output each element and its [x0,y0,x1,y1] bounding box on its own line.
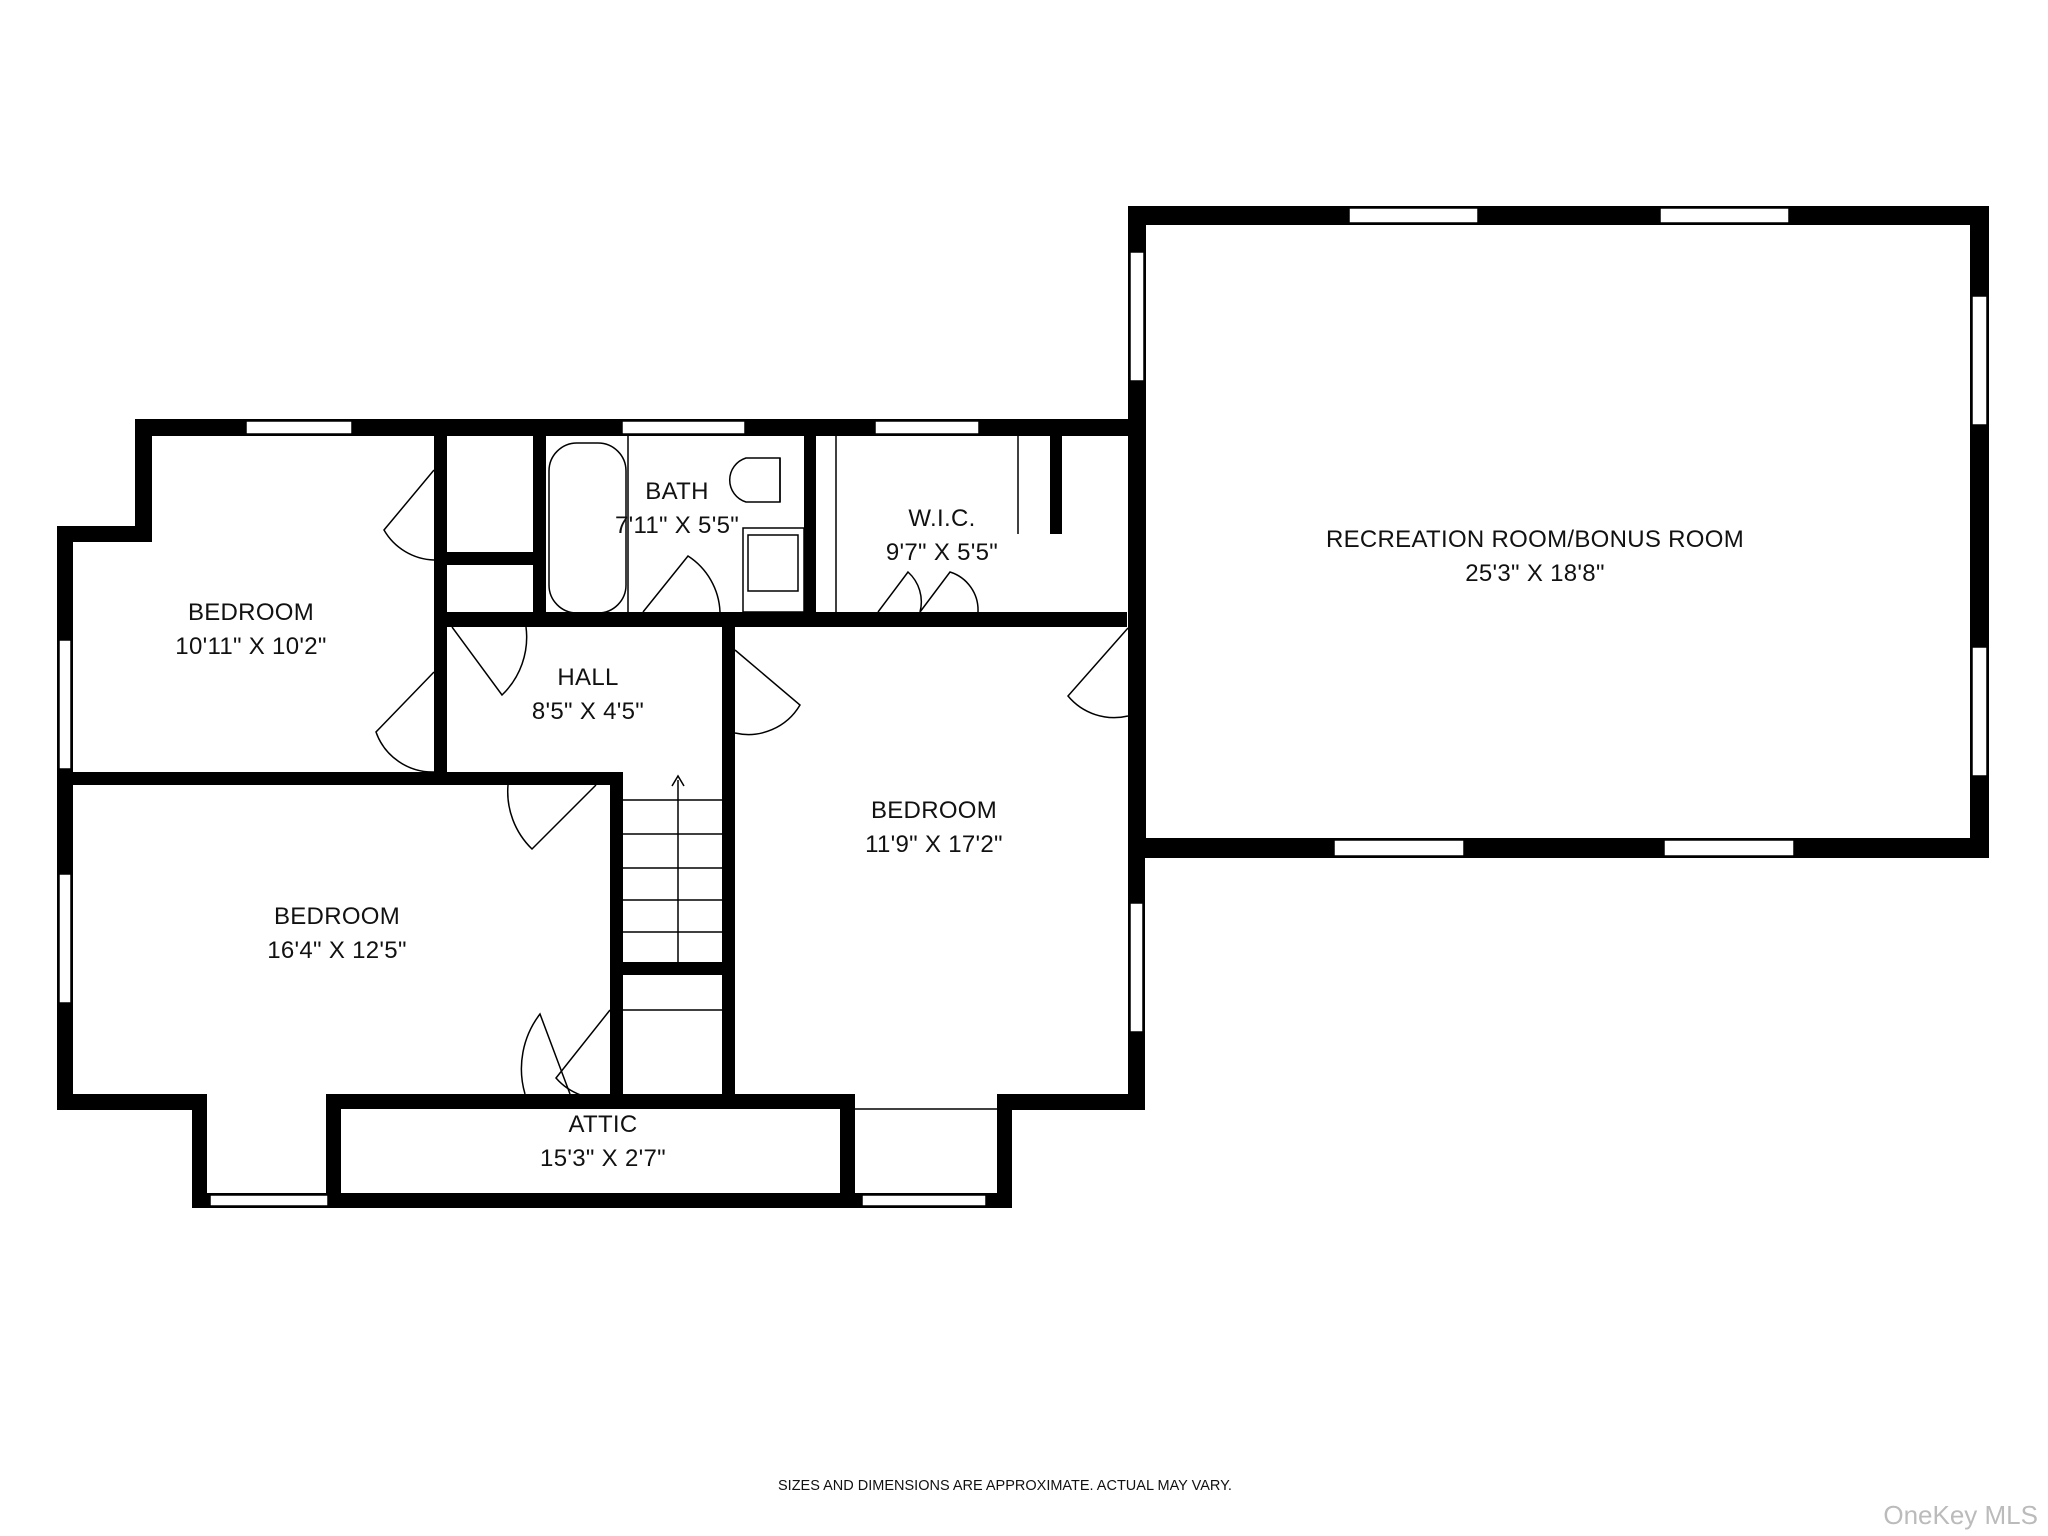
brand-watermark: OneKey MLS [1883,1500,2038,1530]
room-dims: 25'3" X 18'8" [1465,560,1605,587]
room-dims: 10'11" X 10'2" [175,633,327,660]
room-label-bath: BATH 7'11" X 5'5" [615,475,739,543]
windows [58,207,1988,1207]
room-name: BEDROOM [273,903,401,930]
room-dims: 8'5" X 4'5" [531,698,645,725]
room-name: BATH [645,478,709,505]
room-label-bedroom-2: BEDROOM 11'9" X 17'2" [865,794,1003,862]
room-label-hall: HALL 8'5" X 4'5" [532,661,644,729]
room-label-bedroom-1: BEDROOM 10'11" X 10'2" [175,596,326,664]
room-label-recreation: RECREATION ROOM/BONUS ROOM 25'3" X 18'8" [1326,523,1744,591]
disclaimer-text: SIZES AND DIMENSIONS ARE APPROXIMATE. AC… [778,1478,1232,1494]
room-dims: 9'7" X 5'5" [885,539,999,566]
room-dims: 16'4" X 12'5" [267,937,407,964]
room-label-wic: W.I.C. 9'7" X 5'5" [886,502,998,570]
room-label-bedroom-3: BEDROOM 16'4" X 12'5" [267,900,407,968]
room-name: W.I.C. [908,505,976,532]
fixtures [375,436,1129,1110]
room-name: HALL [557,664,619,691]
room-label-attic: ATTIC 15'3" X 2'7" [540,1108,666,1176]
room-name: ATTIC [568,1111,638,1138]
room-name: BEDROOM [187,599,315,626]
room-dims: 15'3" X 2'7" [540,1145,666,1172]
room-name: RECREATION ROOM/BONUS ROOM [1325,526,1745,553]
walls [57,206,1989,1208]
room-name: BEDROOM [870,797,998,824]
room-dims: 7'11" X 5'5" [614,512,740,539]
room-dims: 11'9" X 17'2" [865,831,1003,858]
